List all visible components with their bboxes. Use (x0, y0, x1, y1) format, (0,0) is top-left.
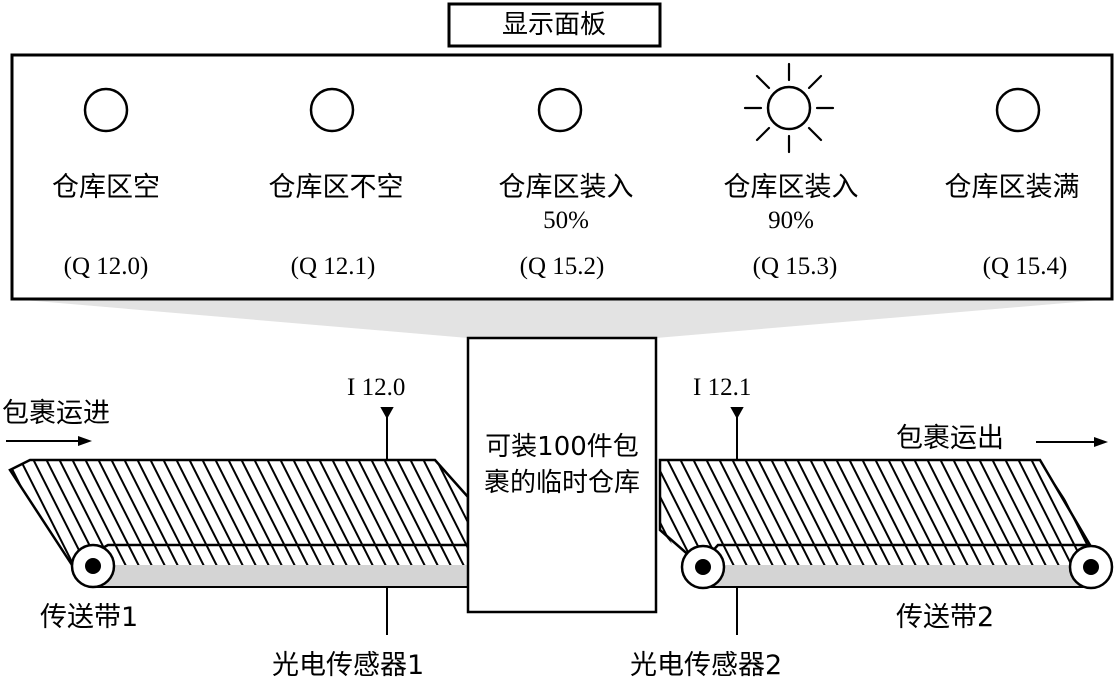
inflow-arrow-icon (6, 436, 92, 446)
roller-3-icon (1068, 544, 1114, 590)
sensor-1-input-label: I 12.0 (347, 374, 406, 401)
sensor-2-label: 光电传感器2 (630, 650, 783, 681)
sensor-1-label: 光电传感器1 (272, 650, 425, 681)
lamp-not-empty-icon (309, 87, 355, 133)
lamp-empty-icon (83, 87, 129, 133)
outflow-arrow-icon (1036, 437, 1108, 447)
indicator-label-50: 仓库区装入 (498, 172, 634, 203)
indicator-address-not-empty: (Q 12.1) (290, 253, 376, 280)
indicator-label-not-empty: 仓库区不空 (268, 172, 404, 203)
lamp-full-icon (995, 87, 1041, 133)
indicator-label-full: 仓库区装满 (944, 172, 1080, 203)
panel-funnel (12, 299, 1112, 338)
indicator-label-empty: 仓库区空 (52, 172, 160, 203)
warehouse-label-line2: 裹的临时仓库 (483, 468, 641, 498)
conveyor-2-label: 传送带2 (896, 602, 995, 633)
sensor-2-marker-icon (730, 407, 744, 635)
warehouse-label-line1: 可装100件包 (485, 432, 639, 462)
indicator-address-empty: (Q 12.0) (63, 253, 149, 280)
indicator-label-90: 仓库区装入 (723, 172, 859, 203)
indicator-address-90: (Q 15.3) (752, 253, 838, 280)
lamp-50-icon (537, 87, 583, 133)
conveyor-belt-2 (658, 458, 1114, 590)
roller-1-icon (70, 543, 116, 589)
panel-title-box (447, 2, 662, 48)
conveyor-1-label: 传送带1 (40, 602, 139, 633)
warehouse-box (466, 336, 658, 614)
lamp-90-lit-icon (743, 62, 835, 154)
sensor-2-input-label: I 12.1 (693, 374, 752, 401)
panel-title: 显示面板 (501, 10, 607, 40)
indicator-address-full: (Q 15.4) (982, 253, 1068, 280)
indicator-percent-90: 90% (768, 207, 814, 234)
sensor-1-marker-icon (380, 407, 394, 635)
indicator-percent-50: 50% (543, 207, 589, 234)
indicator-address-50: (Q 15.2) (519, 253, 605, 280)
roller-2-icon (680, 544, 726, 590)
outflow-label: 包裹运出 (896, 423, 1004, 454)
inflow-label: 包裹运进 (2, 398, 110, 429)
conveyor-belt-1 (8, 458, 470, 589)
